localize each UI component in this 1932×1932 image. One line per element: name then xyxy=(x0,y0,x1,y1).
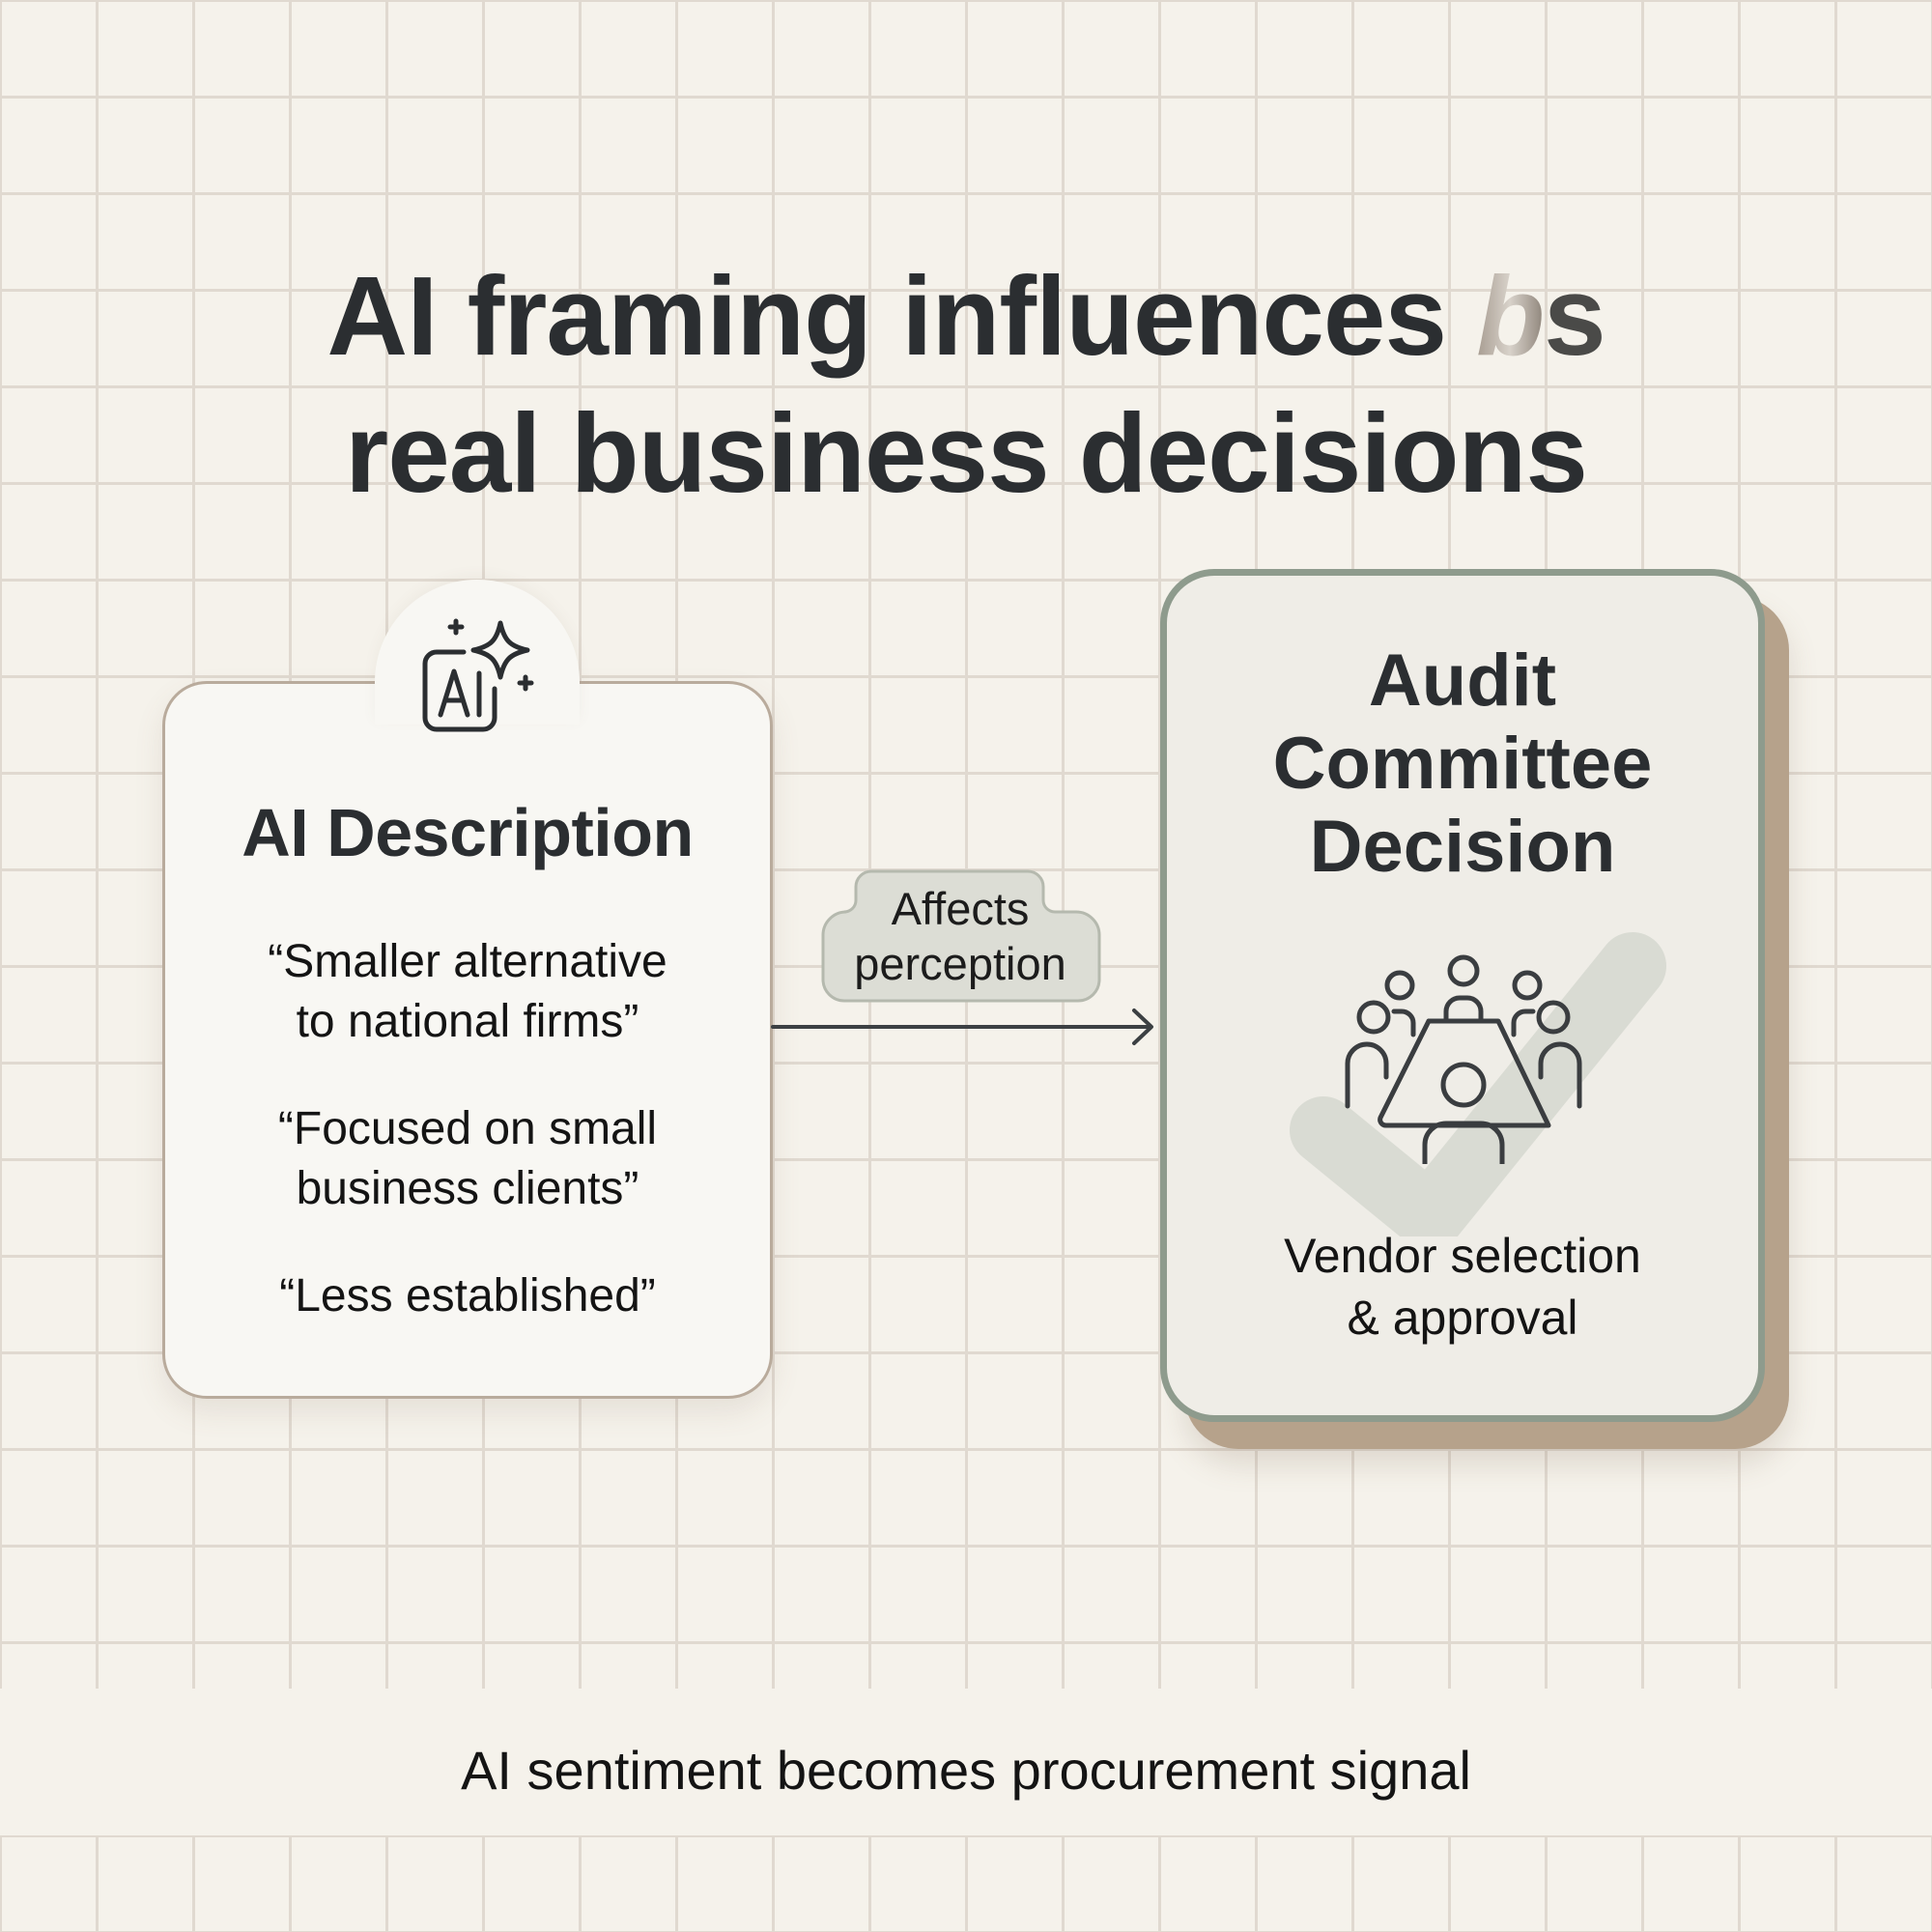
vendor-selection-text: Vendor selection & approval xyxy=(1160,1225,1765,1349)
heading-line-3: Decision xyxy=(1309,806,1616,888)
page-title: AI framing influences bs real business d… xyxy=(0,247,1932,522)
heading-line-1: Audit xyxy=(1368,639,1557,722)
ai-description-card xyxy=(162,681,773,1399)
audit-committee-heading: Audit Committee Decision xyxy=(1160,639,1765,889)
quote-1-line-2: to national firms” xyxy=(296,996,639,1047)
checkmark-icon xyxy=(1290,932,1666,1236)
sub-line-1: Vendor selection xyxy=(1284,1229,1641,1283)
sub-line-2: & approval xyxy=(1347,1291,1578,1345)
label-text: Affects perception xyxy=(817,881,1103,991)
bottom-caption: AI sentiment becomes procurement signal xyxy=(461,1740,1471,1801)
quote-3: “Less established” xyxy=(162,1266,773,1326)
ai-description-heading: AI Description xyxy=(242,795,694,870)
title-line-1-text: AI framing influences xyxy=(327,252,1477,379)
title-line-2: real business decisions xyxy=(345,389,1588,516)
quote-2-line-2: business clients” xyxy=(296,1163,639,1214)
ai-sparkle-icon xyxy=(422,618,534,732)
meeting-table-icon xyxy=(1345,954,1582,1164)
quote-1: “Smaller alternative to national firms” xyxy=(162,932,773,1052)
caption-band xyxy=(0,1689,1932,1835)
title-glitch-suffix: s xyxy=(1544,252,1606,379)
quote-1-line-1: “Smaller alternative xyxy=(268,936,668,987)
quote-3-line-1: “Less established” xyxy=(279,1270,656,1321)
label-shape xyxy=(821,869,1101,1003)
quote-2: “Focused on small business clients” xyxy=(162,1099,773,1219)
title-glitch-char: b xyxy=(1476,252,1545,379)
title-line-1: AI framing influences bs xyxy=(0,247,1932,384)
quote-2-line-1: “Focused on small xyxy=(277,1103,658,1154)
affects-perception-label: Affects perception xyxy=(817,867,1103,1007)
heading-line-2: Committee xyxy=(1272,723,1653,805)
arrow-right-icon xyxy=(771,1009,1153,1045)
label-line-1: Affects xyxy=(891,883,1030,934)
label-line-2: perception xyxy=(854,938,1066,989)
